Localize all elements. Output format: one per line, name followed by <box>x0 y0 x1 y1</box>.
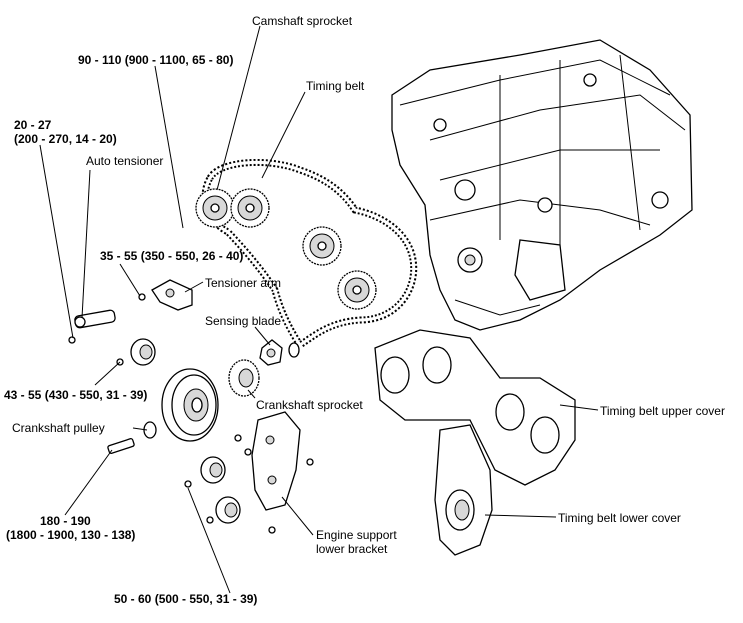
label-torque-idler: 43 - 55 (430 - 550, 31 - 39) <box>4 388 148 402</box>
label-timing-belt: Timing belt <box>306 79 365 93</box>
tensioner-arm <box>138 279 193 311</box>
timing-belt <box>201 159 418 350</box>
engine-support-lower-bracket <box>184 411 314 534</box>
idler-pulley <box>116 338 156 366</box>
label-sensing-blade: Sensing blade <box>205 314 282 328</box>
sensing-blade <box>259 339 300 366</box>
label-auto-tensioner: Auto tensioner <box>86 154 164 168</box>
label-torque-tensioner-arm: 35 - 55 (350 - 550, 26 - 40) <box>100 249 244 263</box>
camshaft-sprocket-4 <box>337 270 377 310</box>
label-timing-belt-upper-cover: Timing belt upper cover <box>600 404 725 418</box>
label-torque-auto-tensioner-1: 20 - 27 <box>14 118 52 132</box>
label-tensioner-arm: Tensioner arm <box>205 276 282 290</box>
label-torque-auto-tensioner-2: (200 - 270, 14 - 20) <box>14 132 117 146</box>
crankshaft-sprocket <box>228 359 260 397</box>
label-crankshaft-pulley: Crankshaft pulley <box>12 421 105 435</box>
label-torque-bracket: 50 - 60 (500 - 550, 31 - 39) <box>114 592 258 606</box>
timing-belt-lower-cover <box>434 424 493 556</box>
leader-lines <box>39 25 599 594</box>
label-torque-crank-pulley-2: (1800 - 1900, 130 - 138) <box>6 528 136 542</box>
timing-belt-upper-cover <box>374 329 576 486</box>
camshaft-sprocket-1 <box>195 188 235 228</box>
camshaft-sprocket-3 <box>302 226 342 266</box>
lower-idler-pulleys <box>200 456 241 524</box>
label-engine-support-1: Engine support <box>316 528 397 542</box>
label-engine-support-2: lower bracket <box>316 542 388 556</box>
engine-block <box>391 39 693 331</box>
auto-tensioner <box>68 309 116 344</box>
camshaft-sprocket-2 <box>230 188 270 228</box>
label-crankshaft-sprocket: Crankshaft sprocket <box>256 398 363 412</box>
label-timing-belt-lower-cover: Timing belt lower cover <box>558 511 681 525</box>
label-torque-crank-pulley-1: 180 - 190 <box>40 514 91 528</box>
label-camshaft-sprocket: Camshaft sprocket <box>252 14 353 28</box>
crankshaft-pulley <box>107 368 219 454</box>
label-torque-camshaft: 90 - 110 (900 - 1100, 65 - 80) <box>78 53 234 67</box>
